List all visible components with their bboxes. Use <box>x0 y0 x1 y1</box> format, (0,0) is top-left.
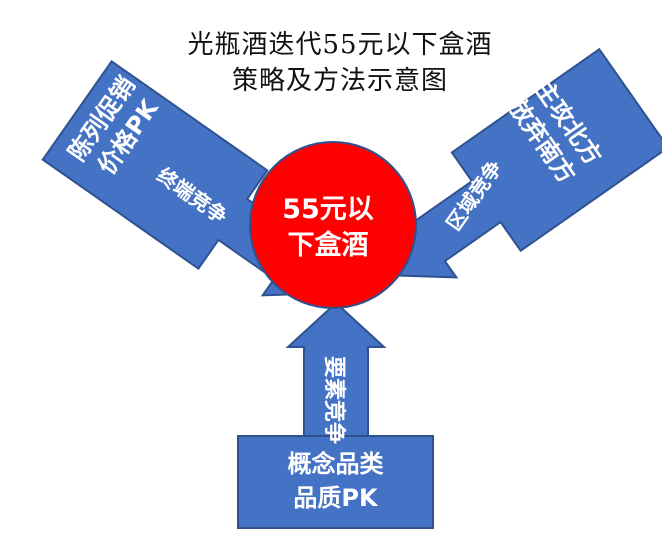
center-label-line-1: 55元以 <box>282 194 374 225</box>
center-label: 55元以 下盒酒 <box>248 192 408 264</box>
bottom-arrow-label: 要素竞争 <box>321 355 346 444</box>
bottom-block-label: 概念品类 品质PK <box>238 447 433 515</box>
right-callout-shape <box>380 47 662 279</box>
diagram-title-line-2: 策略及方法示意图 <box>231 66 448 96</box>
diagram-title-line-1: 光瓶酒迭代55元以下盒酒 <box>187 30 493 60</box>
bottom-block-line-2: 品质PK <box>293 484 378 512</box>
bottom-block-line-1: 概念品类 <box>287 450 384 478</box>
center-label-line-2: 下盒酒 <box>287 230 369 261</box>
bottom-callout-shape <box>237 301 434 529</box>
center-circle <box>249 141 417 309</box>
